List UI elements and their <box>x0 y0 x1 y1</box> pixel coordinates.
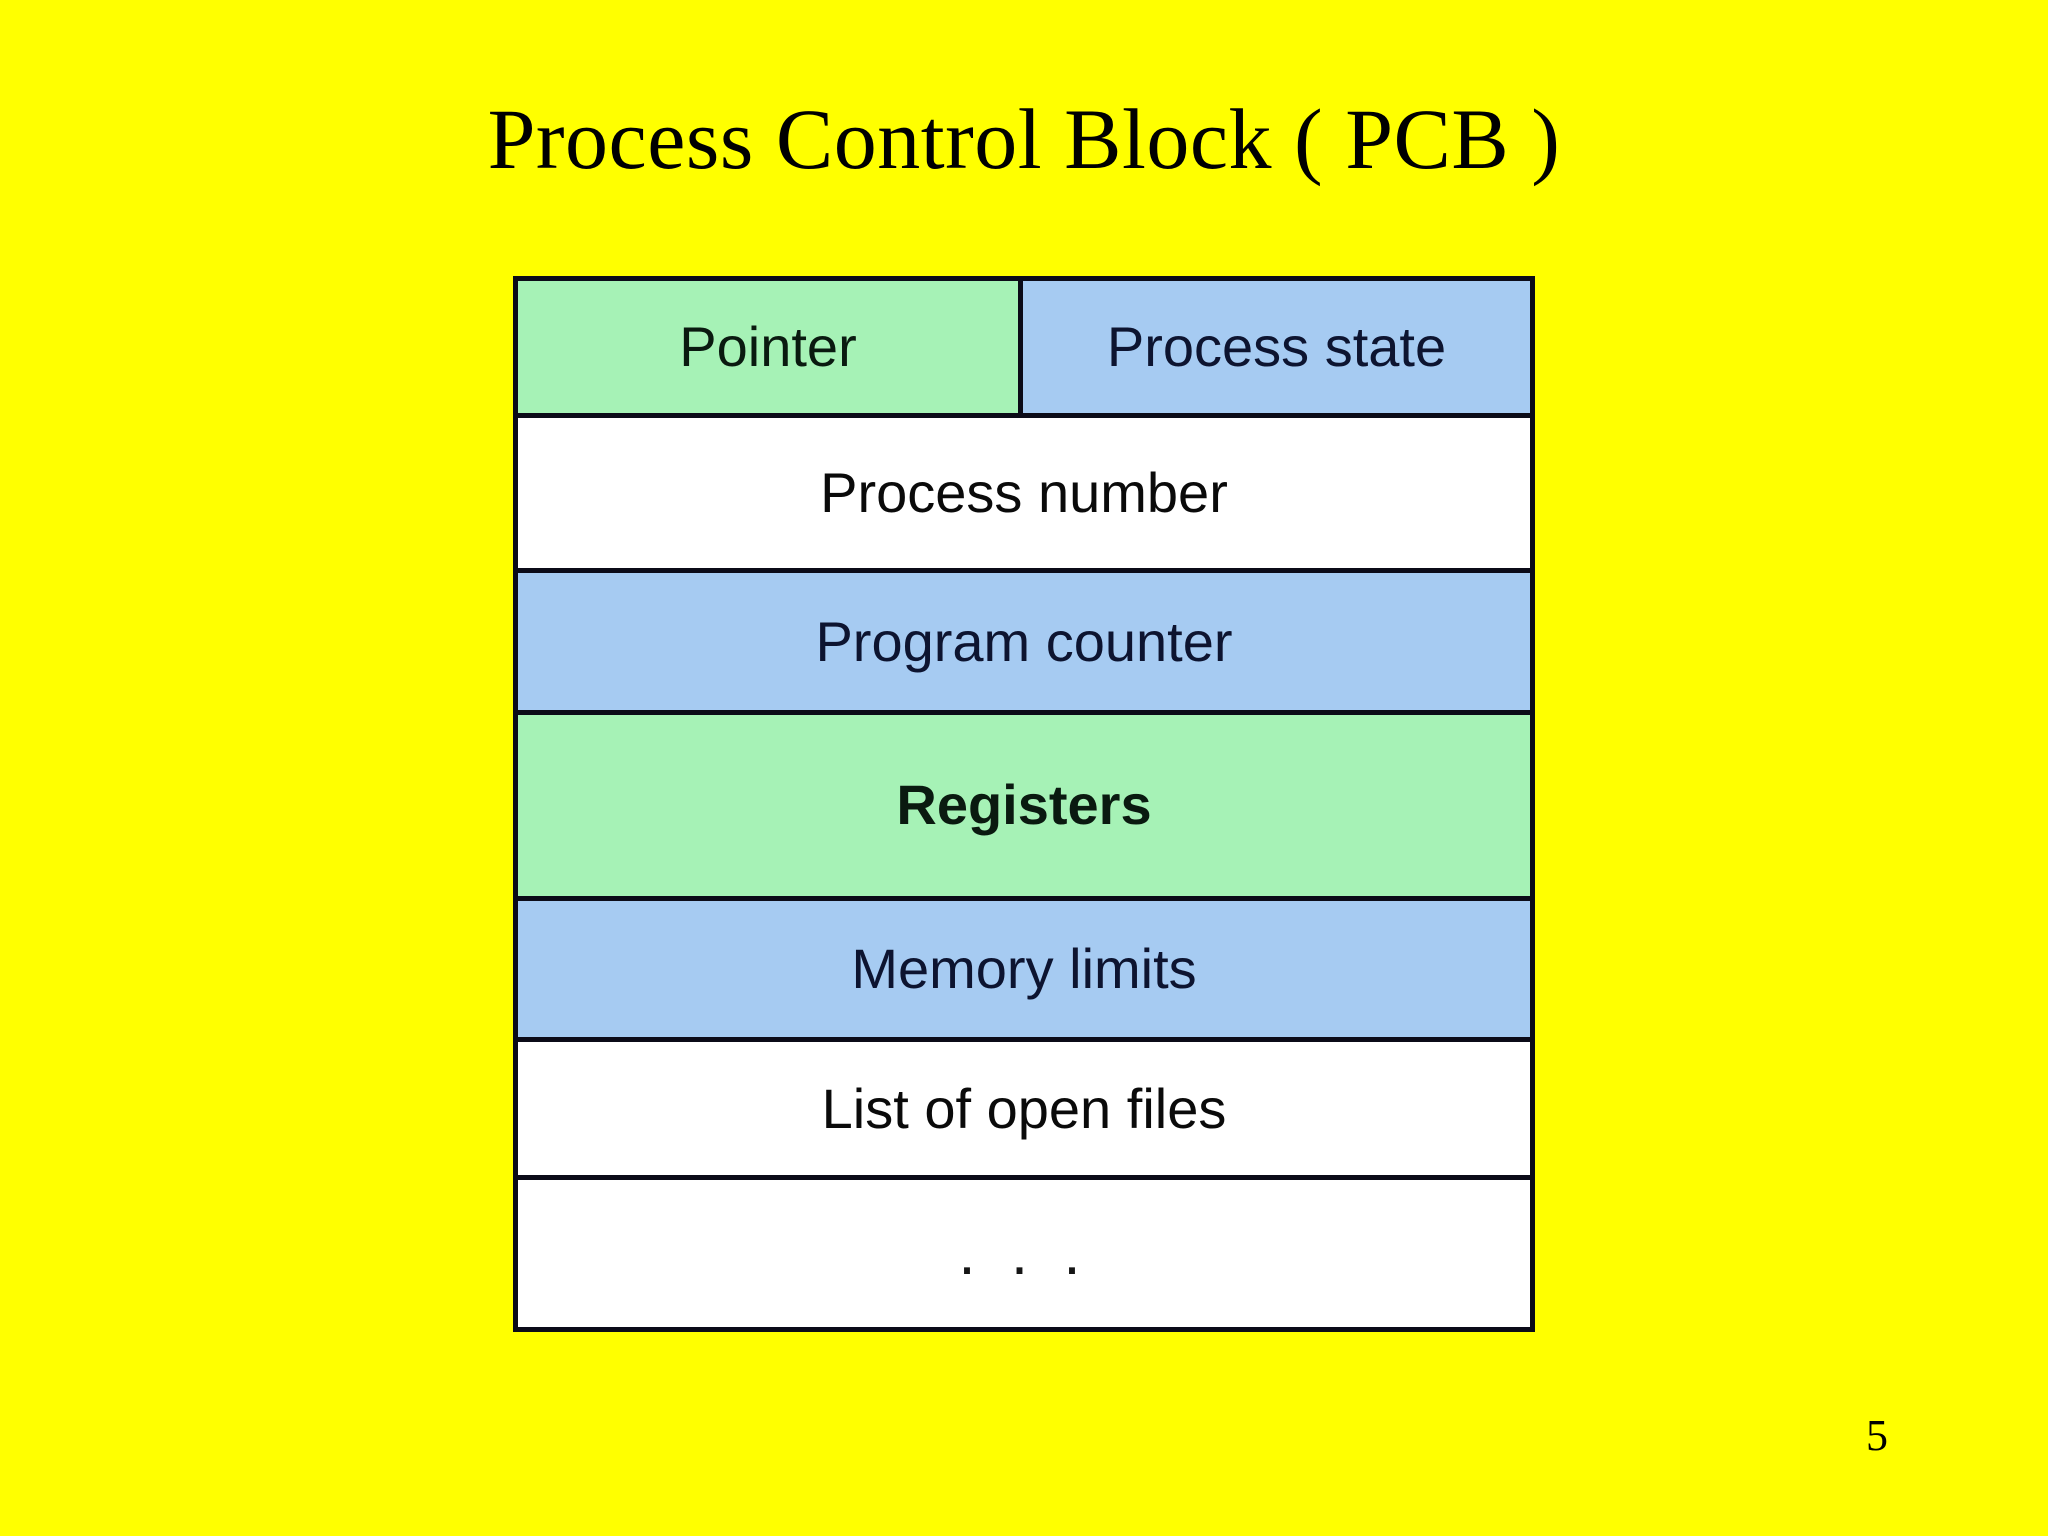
table-row: Memory limits <box>518 901 1530 1042</box>
pcb-cell-process-state: Process state <box>1023 281 1530 413</box>
pcb-cell-label: Registers <box>896 773 1152 837</box>
pcb-cell-program-counter: Program counter <box>518 573 1530 710</box>
table-row: List of open files <box>518 1041 1530 1181</box>
pcb-cell-label: . . . <box>958 1218 1090 1288</box>
table-row: . . . <box>518 1180 1530 1328</box>
page-title: Process Control Block ( PCB ) <box>487 91 1561 187</box>
pcb-cell-label: List of open files <box>821 1076 1227 1140</box>
pcb-cell-label: Program counter <box>815 609 1233 673</box>
table-row: Program counter <box>518 573 1530 715</box>
pcb-table: Pointer Process state Process number Pro… <box>513 276 1535 1332</box>
table-row: Process number <box>518 417 1530 574</box>
pcb-cell-list-of-open-files: List of open files <box>518 1041 1530 1176</box>
pcb-cell-process-number: Process number <box>518 417 1530 569</box>
page-number: 5 <box>1866 1411 1888 1460</box>
table-row: Pointer Process state <box>518 281 1530 418</box>
pcb-cell-memory-limits: Memory limits <box>518 901 1530 1037</box>
pcb-cell-label: Memory limits <box>851 936 1197 1000</box>
pcb-cell-label: Pointer <box>679 314 857 378</box>
pcb-cell-label: Process state <box>1106 314 1447 378</box>
pcb-cell-registers: Registers <box>518 714 1530 897</box>
table-row: Registers <box>518 714 1530 902</box>
pcb-cell-pointer: Pointer <box>518 281 1023 413</box>
pcb-cell-label: Process number <box>820 460 1228 524</box>
pcb-cell-ellipsis: . . . <box>518 1180 1530 1328</box>
